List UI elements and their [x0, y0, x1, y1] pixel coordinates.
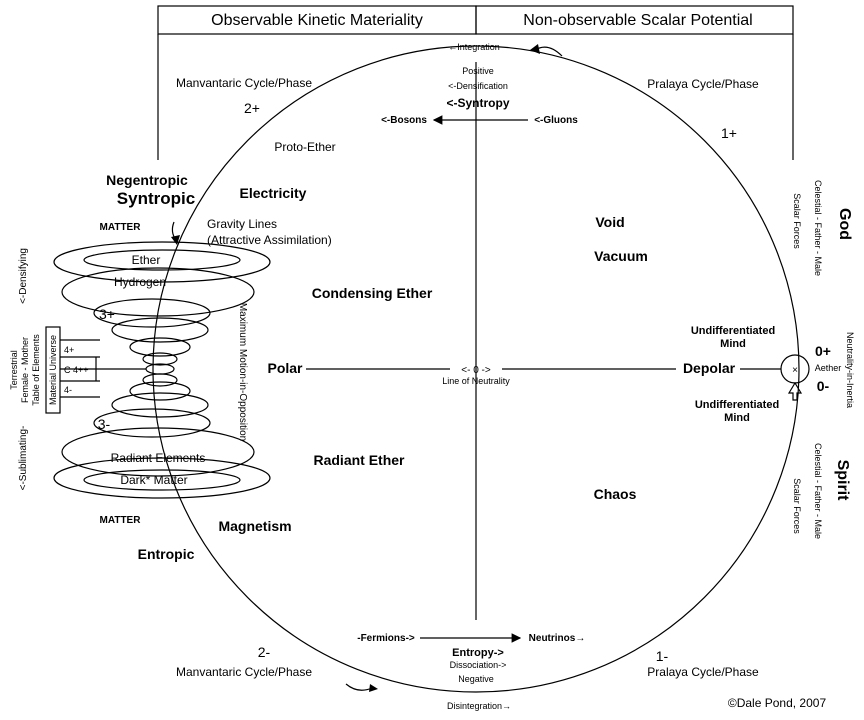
ellipse-stack	[53, 241, 271, 499]
female-mother-label: Female - Mother	[20, 337, 30, 403]
ether-inner-ellipse	[83, 249, 241, 271]
gluons-label: <-Gluons	[534, 115, 578, 126]
one-minus-label: 1-	[656, 648, 669, 664]
material-universe-label: Material Universe	[48, 335, 58, 405]
magnetism-label: Magnetism	[218, 518, 291, 534]
max-motion-label: Maximum Motion-in-Opposition	[237, 303, 248, 441]
hydrogen-ellipse	[61, 267, 255, 317]
three-plus-ellipse	[93, 298, 211, 328]
proto-ether-label: Proto-Ether	[274, 140, 335, 154]
disintegration-label: Disintegration→	[447, 701, 511, 711]
spirit-label: Spirit	[834, 460, 851, 502]
dark-matter-inner-ellipse	[83, 469, 241, 491]
upper-ellipse-b	[129, 337, 191, 357]
dark-matter-outer-ellipse	[53, 457, 271, 499]
sublimating-label: <-Sublimating-	[18, 426, 29, 491]
one-plus-label: 1+	[721, 125, 737, 141]
electricity-label: Electricity	[240, 185, 307, 201]
header-left-title: Observable Kinetic Materiality	[211, 12, 423, 29]
syntropic-label: Syntropic	[117, 189, 195, 208]
scalar-bottom-label: Scalar Forces	[792, 478, 802, 534]
dark-matter-label: Dark* Matter	[120, 473, 187, 487]
header-right-box	[475, 5, 794, 35]
densification-label: <-Densification	[448, 81, 508, 91]
radiant-ether-label: Radiant Ether	[313, 452, 405, 468]
bottom-curve-arrow	[345, 683, 373, 691]
matter-bottom-label: MATTER	[100, 515, 142, 526]
syntropy-label: <-Syntropy	[446, 96, 509, 110]
chaos-label: Chaos	[594, 486, 637, 502]
integration-label: ←Integration	[448, 42, 500, 52]
aether-up-arrow	[787, 381, 803, 401]
top-curve-arrowhead	[530, 44, 540, 54]
depolar-label: Depolar	[683, 360, 736, 376]
c-four-label: C 4++	[64, 365, 89, 375]
three-plus-label: 3+	[99, 306, 115, 322]
four-minus-label: 4-	[64, 385, 72, 395]
hydrogen-label: Hydrogen	[114, 275, 166, 289]
vacuum-label: Vacuum	[594, 248, 648, 264]
void-label: Void	[595, 214, 624, 230]
negative-label: Negative	[458, 674, 494, 684]
upper-ellipse-a	[111, 317, 209, 343]
god-label: God	[836, 208, 853, 240]
undiff-top-1: Undifferentiated	[691, 325, 775, 337]
celestial-top-label: Celestial - Father - Male	[813, 180, 823, 276]
radiant-elements-label: Radiant Elements	[111, 451, 206, 465]
aether-x-symbol: ×	[792, 365, 798, 376]
pralaya-top-label: Pralaya Cycle/Phase	[647, 77, 759, 91]
matter-top-label: MATTER	[100, 222, 142, 233]
scalar-top-label: Scalar Forces	[792, 193, 802, 249]
three-minus-ellipse	[93, 408, 211, 438]
zero-label: <- 0 ->	[461, 365, 491, 376]
ether-label: Ether	[132, 253, 161, 267]
two-minus-label: 2-	[258, 644, 271, 660]
upper-ellipse-c	[142, 352, 178, 366]
radiant-ellipse	[61, 427, 255, 477]
two-plus-label: 2+	[244, 100, 260, 116]
material-universe-box	[45, 326, 61, 414]
main-circle	[152, 45, 800, 693]
manvantaric-top-label: Manvantaric Cycle/Phase	[176, 76, 312, 90]
terrestrial-label: Terrestrial	[9, 350, 19, 390]
attractive-assimilation-label: (Attractive Assimilation)	[207, 233, 332, 247]
neutrinos-label: Neutrinos→	[529, 633, 586, 644]
bottom-curve-arrowhead	[369, 684, 378, 692]
four-plus-label: 4+	[64, 345, 74, 355]
lower-ellipse-a	[111, 392, 209, 418]
undiff-top-2: Mind	[720, 338, 746, 350]
undiff-bottom-1: Undifferentiated	[695, 399, 779, 411]
celestial-bottom-label: Celestial - Father - Male	[813, 443, 823, 539]
entropy-label: Entropy->	[452, 647, 504, 659]
condensing-ether-label: Condensing Ether	[312, 285, 433, 301]
ether-outer-ellipse	[53, 241, 271, 283]
bosons-label: <-Bosons	[381, 115, 427, 126]
densifying-label: <-Densifying	[18, 248, 29, 304]
manvantaric-bottom-label: Manvantaric Cycle/Phase	[176, 665, 312, 679]
fermions-label: -Fermions->	[357, 633, 415, 644]
lower-ellipse-b	[129, 381, 191, 401]
header: Observable Kinetic Materiality Non-obser…	[157, 5, 794, 160]
aether-label: Aether	[815, 363, 842, 373]
table-elements-label: Table of Elements	[31, 334, 41, 406]
dissociation-label: Dissociation->	[450, 660, 507, 670]
entropic-label: Entropic	[138, 546, 195, 562]
zero-plus-label: 0+	[815, 343, 831, 359]
polar-label: Polar	[267, 360, 303, 376]
zero-minus-label: 0-	[817, 378, 830, 394]
line-of-neutrality-label: Line of Neutrality	[442, 376, 510, 386]
table-of-elements	[45, 326, 146, 414]
copyright-label: ©Dale Pond, 2007	[728, 696, 827, 710]
undiff-bottom-2: Mind	[724, 412, 750, 424]
pralaya-bottom-label: Pralaya Cycle/Phase	[647, 665, 759, 679]
negentropic-label: Negentropic	[106, 172, 188, 188]
gravity-lines-label: Gravity Lines	[207, 217, 277, 231]
positive-label: Positive	[462, 66, 494, 76]
header-right-title: Non-observable Scalar Potential	[523, 12, 752, 29]
lower-ellipse-c	[142, 373, 178, 387]
three-minus-label: 3-	[98, 416, 111, 432]
neutrality-inertia-label: Neutrality-in-Inertia	[845, 332, 855, 408]
